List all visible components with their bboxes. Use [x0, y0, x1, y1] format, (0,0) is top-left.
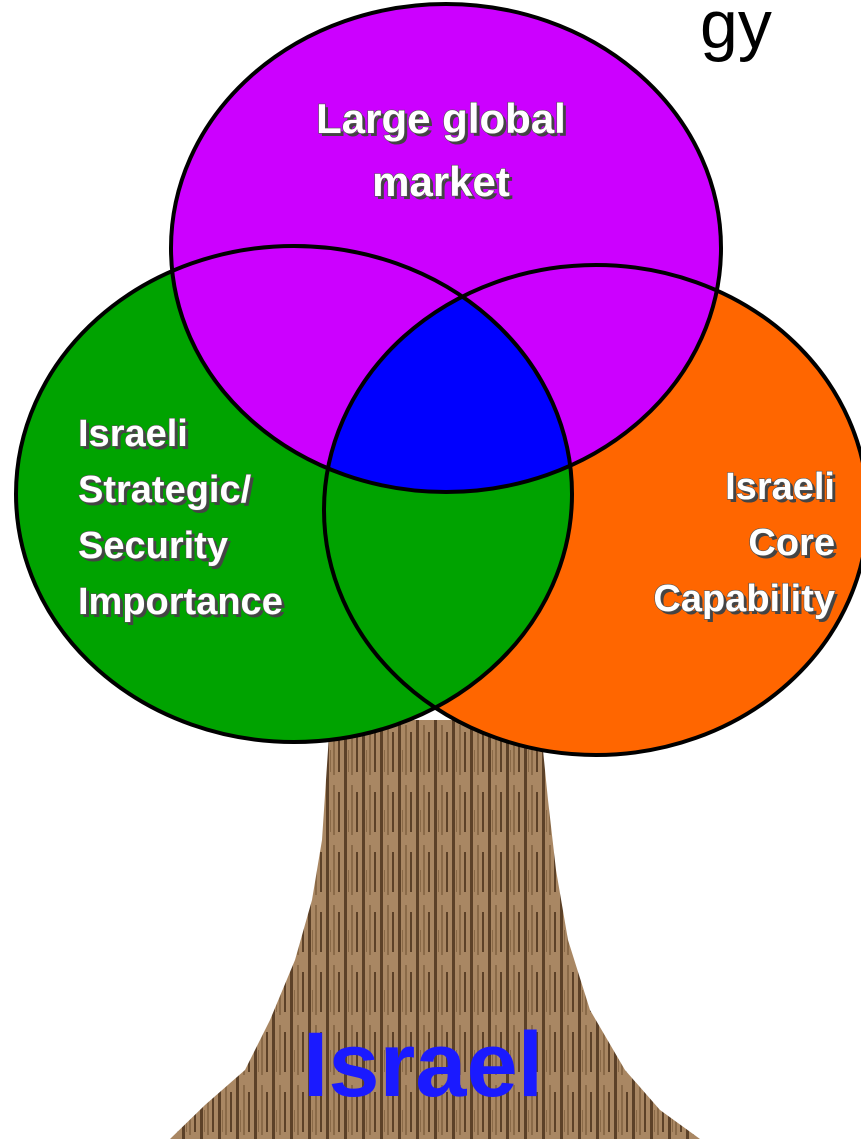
svg-text:Large global: Large global: [319, 98, 569, 145]
label-top: Large global Large global market market: [316, 94, 569, 208]
label-right-line-1: Israeli: [725, 466, 835, 508]
label-left: Israeli Israeli Strategic/ Strategic/ Se…: [77, 412, 286, 626]
overlap-center: [324, 265, 572, 492]
label-left-line-3: Security: [78, 525, 228, 567]
svg-text:Security: Security: [81, 528, 231, 570]
label-left-line-4: Importance: [78, 581, 283, 623]
label-right-line-2: Core: [748, 522, 835, 564]
label-left-line-1: Israeli: [78, 413, 188, 455]
label-right-line-3: Capability: [653, 578, 835, 620]
svg-text:Capability: Capability: [656, 581, 838, 623]
circle-left-outline: [14, 244, 574, 744]
circle-top-outline: [169, 2, 723, 494]
root-label: Israel: [303, 1014, 543, 1116]
heading-fragment: gy: [700, 0, 772, 63]
label-top-line-1: Large global: [316, 95, 566, 142]
label-top-line-2: market: [372, 158, 510, 205]
svg-text:Importance: Importance: [81, 584, 286, 626]
label-left-line-2: Strategic/: [78, 469, 252, 511]
venn-diagram: [14, 2, 861, 757]
circle-right-outline: [322, 263, 861, 757]
tree-trunk: [170, 720, 700, 1139]
label-right: Israeli Israeli Core Core Capability Cap…: [653, 465, 838, 623]
svg-text:Israeli: Israeli: [728, 469, 838, 511]
svg-text:Israeli: Israeli: [81, 416, 191, 458]
svg-text:market: market: [375, 161, 513, 208]
svg-text:Strategic/: Strategic/: [81, 472, 255, 514]
svg-text:Core: Core: [751, 525, 838, 567]
